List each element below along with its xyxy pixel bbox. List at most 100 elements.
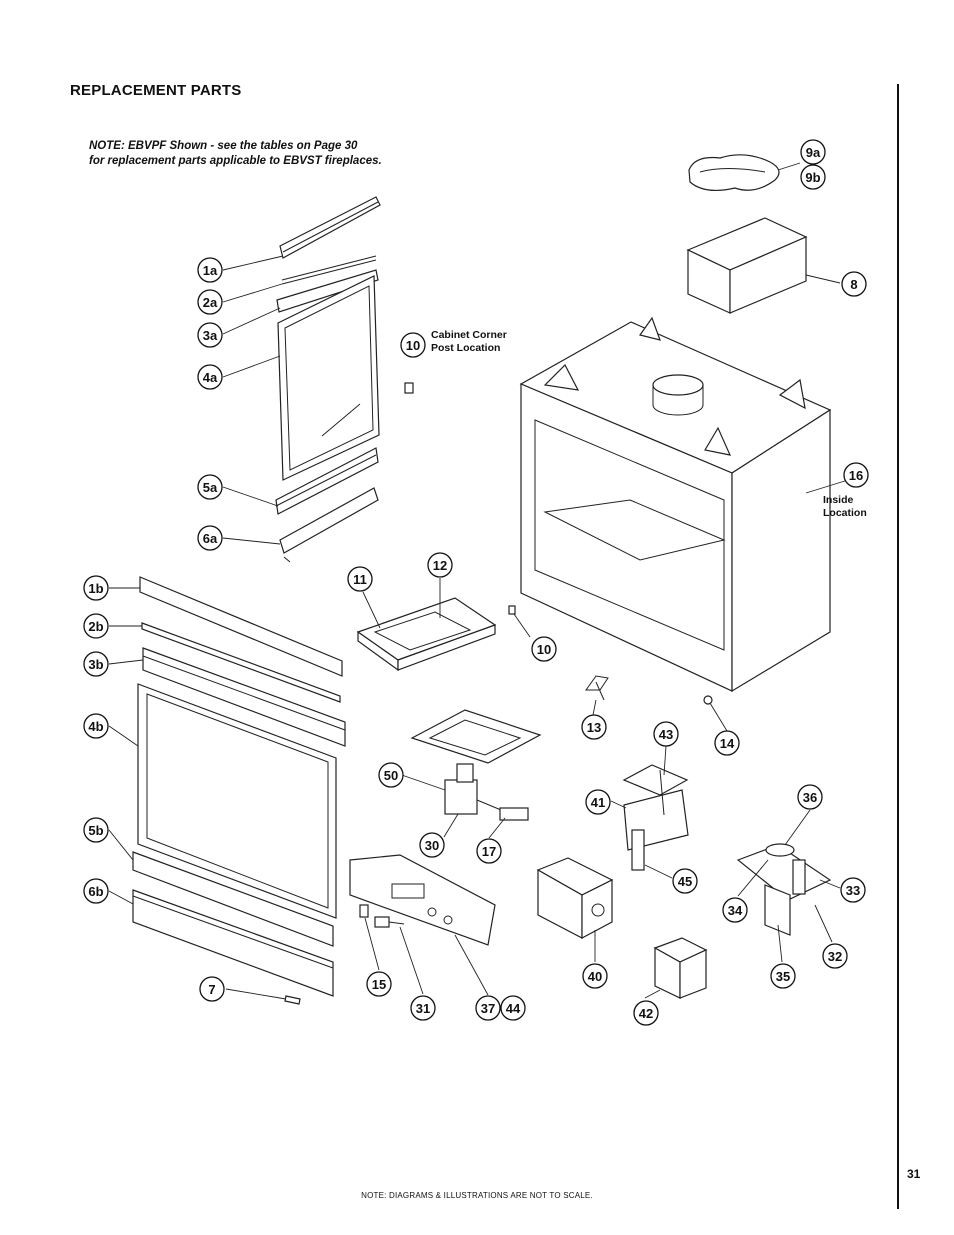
svg-text:5a: 5a <box>203 480 218 495</box>
part-2a-trim-strip <box>281 255 377 285</box>
callout-13: 13 <box>581 714 607 740</box>
svg-text:15: 15 <box>372 977 386 992</box>
page-title: REPLACEMENT PARTS <box>70 82 242 99</box>
callout-7: 7 <box>199 976 225 1002</box>
svg-text:17: 17 <box>482 844 496 859</box>
svg-text:14: 14 <box>720 736 735 751</box>
scope-note: NOTE: EBVPF Shown - see the tables on Pa… <box>89 139 382 169</box>
callout-8: 8 <box>841 271 867 297</box>
svg-text:36: 36 <box>803 790 817 805</box>
svg-text:9a: 9a <box>806 145 821 160</box>
part-1a-trim-top <box>279 196 381 259</box>
svg-text:6b: 6b <box>88 884 103 899</box>
svg-text:6a: 6a <box>203 531 218 546</box>
label-post-location: Post Location <box>431 342 500 354</box>
svg-text:3b: 3b <box>88 657 103 672</box>
scale-disclaimer: NOTE: DIAGRAMS & ILLUSTRATIONS ARE NOT T… <box>361 1191 593 1200</box>
svg-text:30: 30 <box>425 838 439 853</box>
svg-text:2a: 2a <box>203 295 218 310</box>
firebox-cabinet <box>519 316 849 693</box>
svg-text:8: 8 <box>850 277 857 292</box>
svg-text:2b: 2b <box>88 619 103 634</box>
part-31-knob <box>374 916 405 928</box>
part-8-box <box>686 217 808 314</box>
svg-text:1b: 1b <box>88 581 103 596</box>
svg-text:34: 34 <box>728 903 743 918</box>
callout-9a: 9a <box>800 139 826 165</box>
page-number: 31 <box>907 1167 921 1181</box>
svg-text:41: 41 <box>591 795 605 810</box>
callout-16: 16 <box>843 462 869 488</box>
margin-rule <box>897 84 899 1209</box>
label-inside: Inside <box>823 494 854 506</box>
label-location: Location <box>823 507 867 519</box>
callout-5a: 5a <box>197 474 223 500</box>
callout-10-bottom: 10 <box>531 636 557 662</box>
callout-10-top: 10 <box>400 332 426 358</box>
callout-43: 43 <box>653 721 679 747</box>
svg-text:10: 10 <box>537 642 551 657</box>
svg-text:43: 43 <box>659 727 673 742</box>
part-4a-glass-frame <box>277 275 380 481</box>
part-37-44-control-panel <box>349 854 496 946</box>
svg-text:12: 12 <box>433 558 447 573</box>
svg-text:7: 7 <box>208 982 215 997</box>
leader-lines <box>108 162 841 1000</box>
callout-42: 42 <box>633 1000 659 1026</box>
callout-11: 11 <box>347 566 373 592</box>
svg-text:33: 33 <box>846 883 860 898</box>
callout-1b: 1b <box>83 575 109 601</box>
callout-5b: 5b <box>83 817 109 843</box>
svg-text:11: 11 <box>353 572 367 587</box>
callout-2b: 2b <box>83 613 109 639</box>
svg-text:9b: 9b <box>805 170 820 185</box>
part-15-switch <box>359 904 369 918</box>
part-6a-bottom-bracket <box>279 487 379 563</box>
part-32-36-burner-assembly <box>736 843 832 936</box>
part-4b-glass-door <box>137 683 337 919</box>
svg-text:42: 42 <box>639 1006 653 1021</box>
svg-text:44: 44 <box>506 1001 521 1016</box>
callout-9b: 9b <box>800 164 826 190</box>
svg-text:45: 45 <box>678 874 692 889</box>
callout-14: 14 <box>714 730 740 756</box>
part-3a-trim-bar <box>276 269 379 313</box>
svg-text:31: 31 <box>416 1001 430 1016</box>
note-prefix: NOTE: EBVPF Shown - see the tables on <box>89 140 314 152</box>
svg-text:3a: 3a <box>203 328 218 343</box>
callout-45: 45 <box>672 868 698 894</box>
svg-text:1a: 1a <box>203 263 218 278</box>
svg-text:35: 35 <box>776 969 790 984</box>
callout-41: 41 <box>585 789 611 815</box>
svg-text:32: 32 <box>828 949 842 964</box>
callout-3a: 3a <box>197 322 223 348</box>
svg-text:40: 40 <box>588 969 602 984</box>
svg-text:50: 50 <box>384 768 398 783</box>
callout-40: 40 <box>582 963 608 989</box>
part-14-screw <box>703 695 713 705</box>
callout-33: 33 <box>840 877 866 903</box>
part-2b-trim-strip <box>141 622 341 703</box>
callout-37: 37 <box>475 995 501 1021</box>
part-5b-lower-trim <box>132 851 334 947</box>
callout-2a: 2a <box>197 289 223 315</box>
part-6b-bottom-trim <box>132 889 334 997</box>
callout-6b: 6b <box>83 878 109 904</box>
callout-36: 36 <box>797 784 823 810</box>
callout-50: 50 <box>378 762 404 788</box>
callout-4a: 4a <box>197 364 223 390</box>
callout-1a: 1a <box>197 257 223 283</box>
svg-text:4b: 4b <box>88 719 103 734</box>
svg-text:4a: 4a <box>203 370 218 385</box>
part-5a-lower-trim <box>275 447 379 515</box>
label-cabinet-corner: Cabinet Corner <box>431 329 507 341</box>
svg-text:16: 16 <box>849 468 863 483</box>
part-1b-top-trim <box>139 576 343 677</box>
callout-32: 32 <box>822 943 848 969</box>
page-reference-link[interactable]: Page 30 <box>313 140 358 152</box>
part-13-clip <box>585 675 609 701</box>
callout-6a: 6a <box>197 525 223 551</box>
callout-3b: 3b <box>83 651 109 677</box>
part-30-gas-valve <box>444 763 529 821</box>
